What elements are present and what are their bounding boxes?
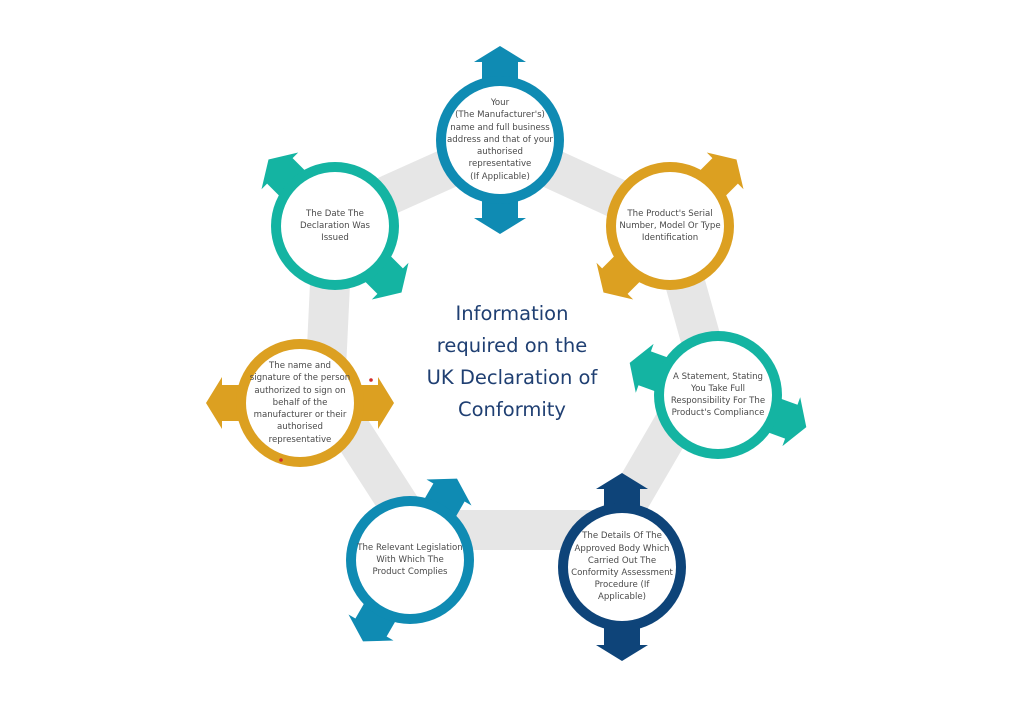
node-inner-circle bbox=[568, 513, 676, 621]
node-text-legislation: The Relevant Legislation With Which The … bbox=[357, 542, 463, 578]
node-arrow-tab bbox=[694, 152, 744, 202]
node-serial-number bbox=[596, 152, 744, 300]
marker-dot bbox=[369, 378, 373, 382]
node-text-signature: The name and signature of the person aut… bbox=[249, 361, 351, 445]
node-arrow-tab bbox=[261, 152, 311, 202]
node-inner-circle bbox=[281, 172, 389, 280]
node-text-serial-number: The Product's Serial Number, Model Or Ty… bbox=[619, 208, 721, 244]
node-manufacturer bbox=[436, 46, 564, 234]
node-text-statement: A Statement, Stating You Take Full Respo… bbox=[670, 371, 766, 419]
node-arrow-tab bbox=[596, 250, 646, 300]
node-statement bbox=[629, 331, 807, 459]
node-inner-circle bbox=[446, 86, 554, 194]
node-arrow-tab bbox=[359, 250, 409, 300]
node-legislation bbox=[346, 478, 474, 642]
node-text-manufacturer: Your (The Manufacturer's) name and full … bbox=[447, 98, 553, 182]
node-inner-circle bbox=[246, 349, 354, 457]
node-text-approved-body: The Details Of The Approved Body Which C… bbox=[571, 531, 673, 603]
node-date bbox=[261, 152, 409, 300]
node-inner-circle bbox=[616, 172, 724, 280]
node-text-date: The Date The Declaration Was Issued bbox=[300, 208, 370, 244]
marker-dot bbox=[279, 458, 283, 462]
node-signature bbox=[206, 339, 394, 467]
node-inner-circle bbox=[664, 341, 772, 449]
node-approved-body bbox=[558, 473, 686, 661]
diagram-title: Information required on the UK Declarati… bbox=[426, 302, 598, 421]
node-inner-circle bbox=[356, 506, 464, 614]
